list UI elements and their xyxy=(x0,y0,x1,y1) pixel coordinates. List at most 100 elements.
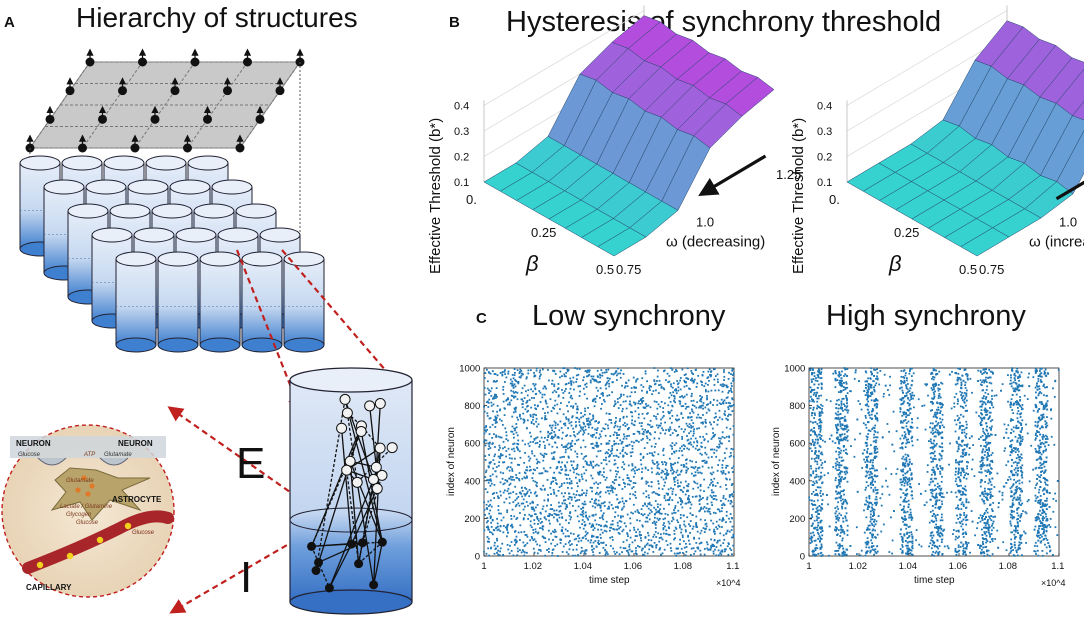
y-tick-label: 200 xyxy=(789,514,805,525)
inhibitory-neuron xyxy=(358,538,368,548)
beta-tick-label: 0. xyxy=(466,192,477,207)
lattice-node xyxy=(190,57,200,67)
x-tick-label: 1.08 xyxy=(999,561,1018,572)
x-tick-label: 1.04 xyxy=(574,561,593,572)
inset-lactate-label: Lactate / Glutamine xyxy=(60,504,113,510)
inhibitory-neuron xyxy=(377,537,387,547)
surface-patch xyxy=(1040,115,1084,182)
column-array xyxy=(19,155,325,353)
x-tick-label: 1.02 xyxy=(524,561,543,572)
x-axis-label: time step xyxy=(914,575,955,586)
omega-axis-label: ω (decreasing) xyxy=(666,234,765,251)
excitatory-neuron xyxy=(351,476,363,488)
excitatory-neuron xyxy=(371,483,383,495)
column xyxy=(115,251,157,353)
y-tick-label: 600 xyxy=(464,439,480,450)
inhibitory-neuron xyxy=(347,539,357,549)
lattice-node xyxy=(65,86,75,96)
glucose-dot xyxy=(96,536,104,544)
lattice-node xyxy=(138,57,147,67)
synapse xyxy=(340,428,353,545)
beta-axis-label: β xyxy=(888,251,902,276)
excitatory-neuron xyxy=(374,442,386,454)
surface-patch xyxy=(1072,101,1084,121)
synapse xyxy=(310,425,363,547)
panel-a-letter: A xyxy=(4,14,15,31)
column xyxy=(157,251,199,353)
inhibitory-neuron xyxy=(311,566,321,576)
y-axis-label: index of neuron xyxy=(446,427,457,496)
column xyxy=(241,251,283,353)
panel-c-title-high: High synchrony xyxy=(826,300,1026,332)
beta-tick-label: 0. xyxy=(829,192,840,207)
surface-plot-increasing: 0.10.20.30.40.0.250.50.751.01.25Effectiv… xyxy=(790,5,1084,277)
x-tick-label: 1.1 xyxy=(726,561,739,572)
x-tick-label: 1 xyxy=(481,561,486,572)
inhibitory-neuron xyxy=(307,541,317,551)
lattice-node xyxy=(255,114,265,124)
synapse xyxy=(315,425,363,571)
x-tick-label: 1 xyxy=(806,561,811,572)
synapse xyxy=(310,546,331,589)
x-tick-label: 1.08 xyxy=(674,561,693,572)
inset-glutamate-label: Glutamate xyxy=(104,452,132,458)
synapse xyxy=(358,541,383,565)
inhibitory-label: I xyxy=(240,553,252,602)
threshold-surface xyxy=(846,20,1084,257)
surface-patch xyxy=(1056,130,1084,195)
lattice-line xyxy=(239,61,301,149)
lattice-node xyxy=(275,86,285,96)
glutamate-dot xyxy=(75,487,81,493)
synapse xyxy=(345,470,360,564)
lattice-node xyxy=(170,86,180,96)
lattice-node xyxy=(130,143,140,153)
glucose-dot xyxy=(36,561,44,569)
column xyxy=(199,251,241,353)
beta-tick-label: 0.5 xyxy=(596,262,614,277)
omega-tick-label: 0.75 xyxy=(979,262,1004,277)
lattice-node xyxy=(235,143,245,153)
omega-tick-label: 0.75 xyxy=(616,262,641,277)
excitatory-neuron xyxy=(374,398,386,410)
y-axis-label: index of neuron xyxy=(771,427,782,496)
column xyxy=(67,203,109,305)
omega-tick-label: 1.25 xyxy=(776,167,801,182)
inset-glycogen-label: Glycogen xyxy=(66,512,92,518)
panel-c-letter: C xyxy=(476,310,487,327)
excitatory-neuron xyxy=(367,473,379,485)
synapse xyxy=(356,482,375,585)
excitatory-neuron xyxy=(364,400,376,412)
omega-tick-label: 1.0 xyxy=(1059,215,1077,230)
lattice-node xyxy=(183,143,192,153)
y-tick-label: 800 xyxy=(789,401,805,412)
y-tick-label: 400 xyxy=(464,476,480,487)
glutamate-dot xyxy=(81,475,87,481)
excitatory-neuron xyxy=(386,442,398,454)
lattice-node xyxy=(98,114,107,124)
z-tick-label: 0.1 xyxy=(817,177,832,189)
synapse xyxy=(328,479,375,589)
inset-atp-label: ATP xyxy=(83,452,95,458)
panel-b-letter: B xyxy=(449,14,460,31)
inset-glucose-label: Glucose xyxy=(18,452,41,458)
inset-capillary-label: CAPILLARY xyxy=(26,583,72,592)
omega-axis-label: ω (increasing) xyxy=(1029,234,1084,251)
x-tick-label: 1.04 xyxy=(899,561,918,572)
x-exponent-label: ×10^4 xyxy=(716,578,741,588)
excitatory-label: E xyxy=(236,439,265,488)
glucose-dot xyxy=(124,522,132,530)
lattice-node xyxy=(203,114,212,124)
spike-dots xyxy=(808,367,1060,557)
inset-glucose-label: Glucose xyxy=(132,530,155,536)
z-axis-label: Effective Threshold (b*) xyxy=(427,118,444,274)
synapse xyxy=(361,475,383,543)
z-axis-label: Effective Threshold (b*) xyxy=(790,118,807,274)
x-exponent-label: ×10^4 xyxy=(1041,578,1066,588)
column xyxy=(283,251,325,353)
